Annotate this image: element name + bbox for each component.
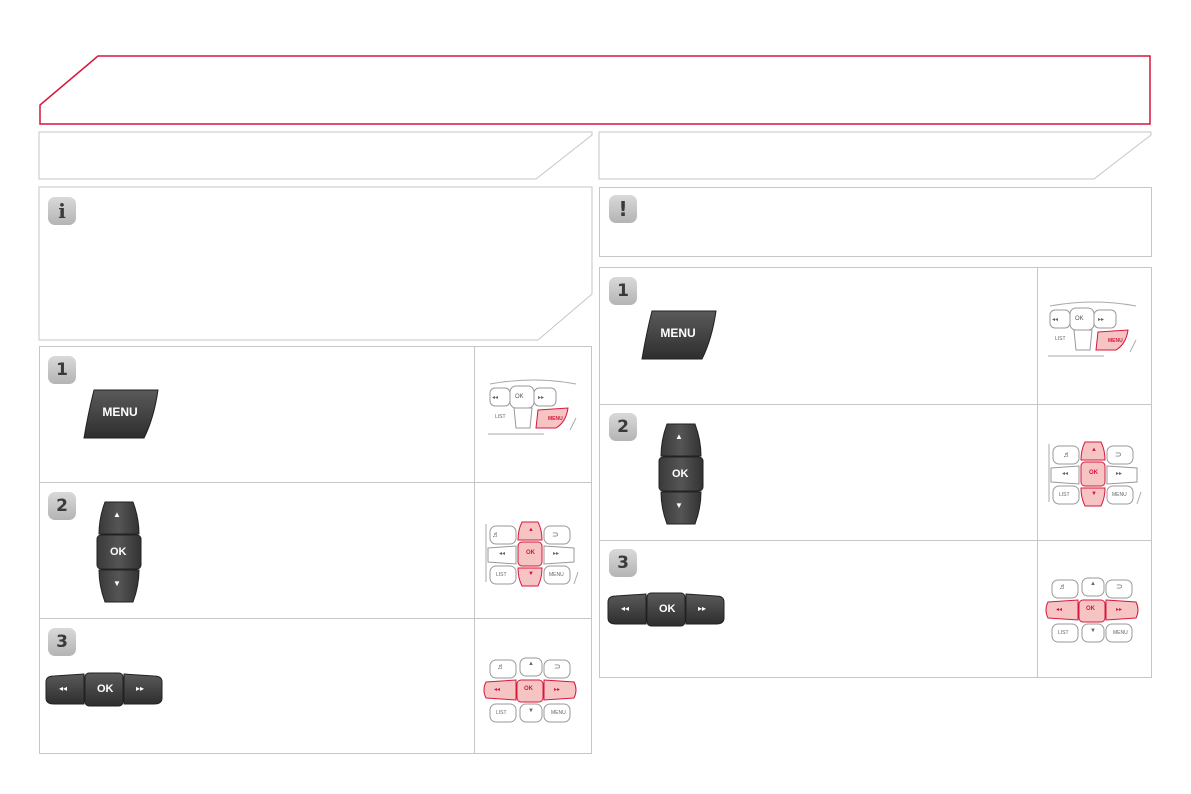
control-ok-label: OK: [524, 686, 533, 692]
info-icon: i: [48, 197, 76, 225]
up-arrow-icon: ▲: [675, 432, 683, 441]
warning-box: [599, 187, 1152, 257]
control-ok-label: OK: [515, 394, 524, 400]
ok-label: OK: [659, 603, 676, 615]
control-menu-label: MENU: [1113, 630, 1128, 636]
back-icon: ⊃: [1116, 582, 1123, 591]
ok-horizontal-button: [45, 672, 163, 707]
control-list-label: LIST: [496, 710, 507, 716]
control-right-label: ▸▸: [1098, 317, 1105, 323]
rewind-icon: ◂◂: [621, 604, 630, 613]
ok-horizontal-button: [607, 592, 725, 627]
control-list-label: LIST: [1055, 336, 1066, 342]
step-number-badge: 3: [609, 549, 637, 577]
control-ok-label: OK: [1086, 606, 1095, 612]
control-menu-label: MENU: [551, 710, 566, 716]
back-icon: ⊃: [1115, 450, 1122, 459]
control-up-label: ▲: [1090, 581, 1096, 587]
up-arrow-icon: ▲: [113, 510, 121, 519]
fast-forward-icon: ▸▸: [698, 604, 707, 613]
control-diagram-horizontal: [483, 657, 577, 723]
music-note-icon: ♬: [1063, 450, 1071, 459]
music-note-icon: ♬: [492, 530, 500, 539]
right-section-header: [598, 131, 1152, 180]
control-right-label: ▸▸: [553, 551, 560, 557]
control-left-label: ◂◂: [1052, 317, 1059, 323]
control-down-label: ▼: [528, 708, 534, 714]
left-section-header: [38, 131, 593, 180]
menu-button: [641, 310, 717, 360]
control-right-label: ▸▸: [554, 687, 561, 693]
control-up-label: ▲: [1091, 447, 1097, 453]
control-ok-label: OK: [526, 550, 535, 556]
control-left-label: ◂◂: [499, 551, 506, 557]
control-diagram-menu: [488, 379, 577, 435]
step-number-badge: 2: [48, 492, 76, 520]
title-banner: [39, 55, 1151, 125]
step-number-badge: 1: [609, 277, 637, 305]
info-box: [38, 186, 593, 341]
ok-vertical-button: [658, 423, 704, 525]
music-note-icon: ♬: [497, 662, 505, 671]
control-list-label: LIST: [496, 572, 507, 578]
right-step-separator: [600, 404, 1151, 405]
control-down-label: ▼: [1091, 491, 1097, 497]
ok-label: OK: [672, 468, 689, 480]
right-step-separator: [600, 540, 1151, 541]
control-left-label: ◂◂: [492, 395, 499, 401]
control-diagram-vertical: [1048, 441, 1142, 507]
left-steps-panel: [39, 346, 592, 754]
down-arrow-icon: ▼: [113, 579, 121, 588]
right-steps-panel: [599, 267, 1152, 678]
control-diagram-menu: [1048, 301, 1137, 357]
control-down-label: ▼: [528, 571, 534, 577]
control-menu-label: MENU: [1112, 492, 1127, 498]
menu-button-label: MENU: [660, 326, 696, 340]
control-menu-label: MENU: [1108, 338, 1123, 344]
control-left-label: ◂◂: [494, 687, 501, 693]
left-step-separator: [40, 482, 591, 483]
step-number-badge: 3: [48, 628, 76, 656]
control-ok-label: OK: [1075, 316, 1084, 322]
left-step-separator: [40, 618, 591, 619]
control-list-label: LIST: [1058, 630, 1069, 636]
step-number-badge: 2: [609, 413, 637, 441]
back-icon: ⊃: [552, 530, 559, 539]
fast-forward-icon: ▸▸: [136, 684, 145, 693]
rewind-icon: ◂◂: [59, 684, 68, 693]
ok-label: OK: [110, 546, 127, 558]
control-right-label: ▸▸: [1116, 607, 1123, 613]
control-diagram-vertical: [485, 521, 579, 587]
down-arrow-icon: ▼: [675, 501, 683, 510]
right-panel-divider: [1037, 268, 1038, 677]
control-list-label: LIST: [1059, 492, 1070, 498]
control-menu-label: MENU: [549, 572, 564, 578]
control-diagram-horizontal: [1045, 577, 1139, 643]
control-right-label: ▸▸: [1116, 471, 1123, 477]
back-icon: ⊃: [554, 662, 561, 671]
control-right-label: ▸▸: [538, 395, 545, 401]
control-left-label: ◂◂: [1062, 471, 1069, 477]
warning-icon: !: [609, 195, 637, 223]
control-down-label: ▼: [1090, 628, 1096, 634]
menu-button: [83, 389, 159, 439]
step-number-badge: 1: [48, 356, 76, 384]
left-panel-divider: [474, 347, 475, 753]
ok-label: OK: [97, 683, 114, 695]
ok-vertical-button: [96, 501, 142, 603]
control-list-label: LIST: [495, 414, 506, 420]
control-up-label: ▲: [528, 527, 534, 533]
control-menu-label: MENU: [548, 416, 563, 422]
control-left-label: ◂◂: [1056, 607, 1063, 613]
control-ok-label: OK: [1089, 470, 1098, 476]
music-note-icon: ♬: [1059, 582, 1067, 591]
menu-button-label: MENU: [102, 405, 138, 419]
control-up-label: ▲: [528, 661, 534, 667]
